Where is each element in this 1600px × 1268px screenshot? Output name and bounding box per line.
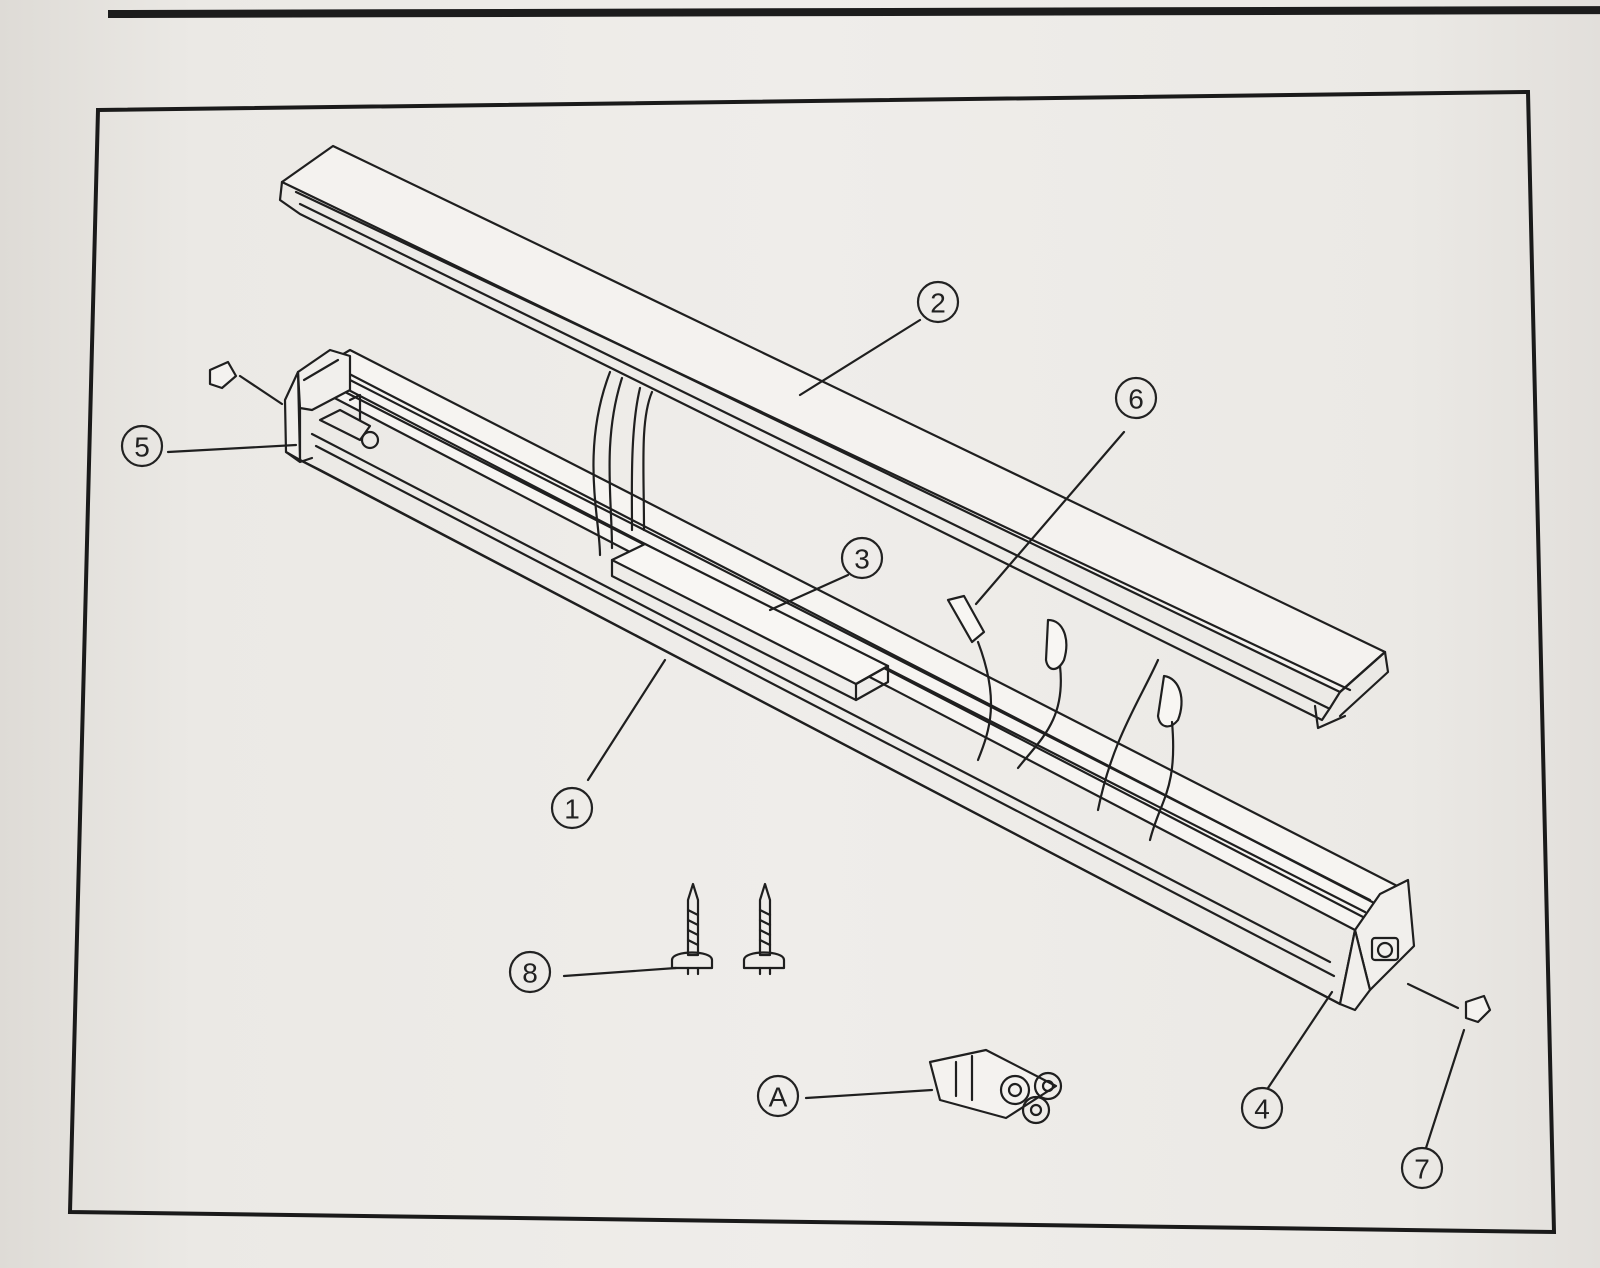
end-plug-left (208, 360, 238, 390)
leader-5b (238, 374, 284, 406)
diffuser-cover (278, 144, 1390, 730)
callout-4: 4 (1254, 1094, 1270, 1125)
leader-4 (1266, 990, 1334, 1090)
callout-7: 7 (1414, 1154, 1430, 1185)
callout-5: 5 (134, 432, 150, 463)
callout-3: 3 (854, 544, 870, 575)
callout-8: 8 (522, 958, 538, 989)
leader-8 (562, 966, 678, 978)
diagram-border (67, 89, 1557, 1235)
leader-6 (974, 430, 1126, 606)
end-plug-right (1464, 994, 1492, 1024)
driver (610, 542, 890, 702)
end-cap-right (1338, 878, 1416, 1012)
leader-A (804, 1088, 934, 1100)
leader-3 (768, 573, 850, 612)
connector (928, 1048, 1063, 1125)
callout-6: 6 (1128, 384, 1144, 415)
wire-connectors (946, 594, 1183, 842)
leader-7b (1406, 982, 1460, 1010)
leader-2 (798, 318, 922, 397)
callout-1: 1 (564, 794, 580, 825)
callout-2: 2 (930, 288, 946, 319)
leader-5 (166, 443, 298, 454)
callout-A: A (769, 1082, 788, 1113)
screws (670, 882, 786, 976)
leader-1 (586, 658, 667, 782)
leader-7 (1424, 1028, 1466, 1150)
end-cap-left (283, 348, 352, 464)
callouts (120, 280, 1444, 1190)
